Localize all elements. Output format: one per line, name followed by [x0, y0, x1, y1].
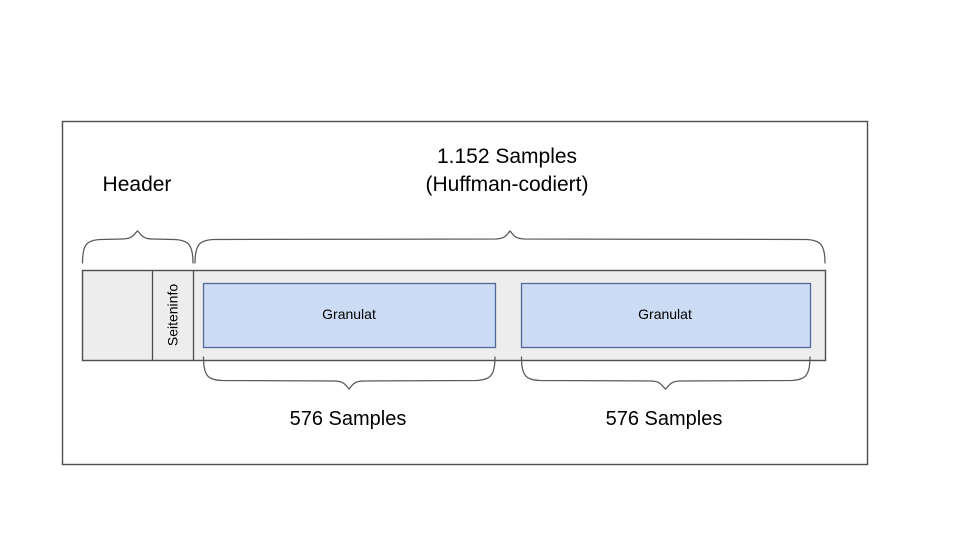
- brace-granulat-1: [202, 356, 496, 390]
- label-granulat-2: Granulat: [638, 306, 692, 322]
- label-total-samples: 1.152 Samples: [436, 145, 578, 168]
- brace-header: [81, 230, 194, 264]
- label-header: Header: [102, 173, 172, 196]
- brace-samples: [194, 230, 826, 264]
- brace-granulat-2: [520, 356, 811, 390]
- label-granulat-1: Granulat: [322, 306, 376, 322]
- outer-frame: [61, 120, 869, 466]
- label-huffman-coded: (Huffman-codiert): [425, 173, 589, 196]
- granulat-box-2: [520, 282, 812, 349]
- label-granulat-1-samples: 576 Samples: [289, 408, 407, 430]
- label-granulat-2-samples: 576 Samples: [605, 408, 723, 430]
- label-seiteninfo: Seiteninfo: [164, 283, 181, 347]
- granulat-box-1: [202, 282, 497, 349]
